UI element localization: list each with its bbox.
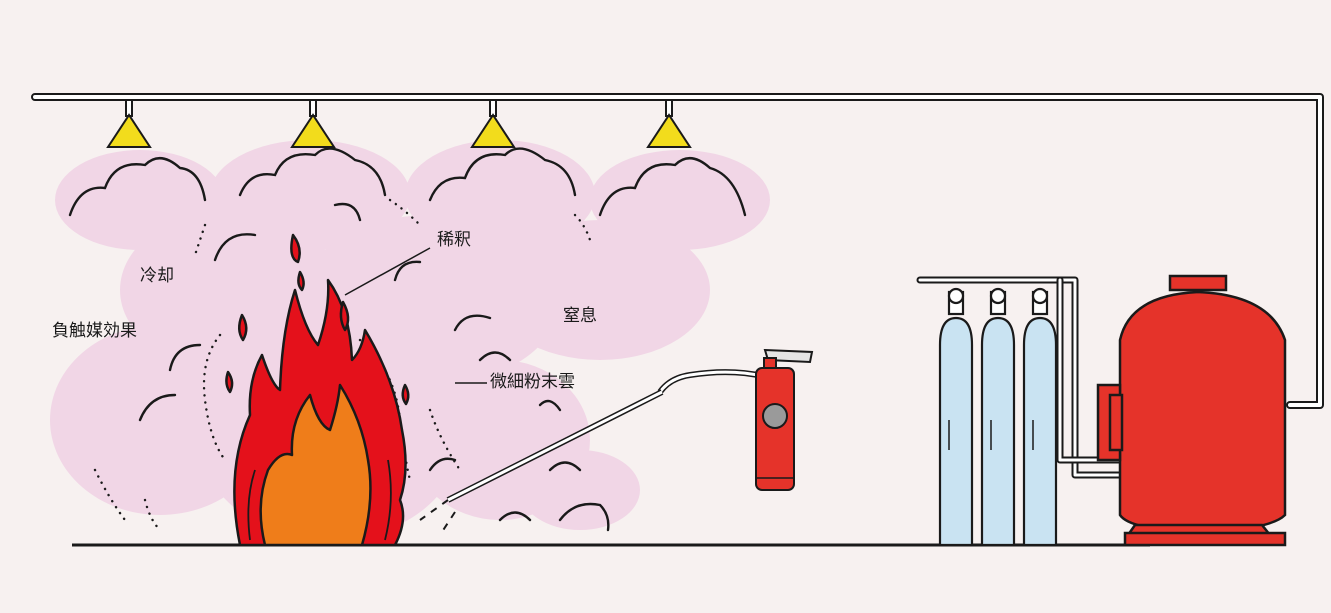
- fire-extinguisher-icon: [446, 348, 814, 503]
- fine-powder-cloud-label: 微細粉末雲: [490, 372, 575, 392]
- gas-cylinders: [938, 287, 1058, 547]
- gas-cylinder-icon: [938, 287, 974, 547]
- cooling-label: 冷却: [140, 266, 174, 286]
- cloud-outlines: [68, 147, 747, 532]
- powder-cloud: [50, 140, 770, 540]
- spray-lines: [419, 499, 456, 536]
- leader-lines: [344, 247, 487, 384]
- sprinkler-nozzles: [106, 99, 692, 148]
- negative-catalyst-label: 負触媒効果: [52, 321, 137, 341]
- pipe-system: [31, 93, 1324, 479]
- suffocation-label: 窒息: [563, 306, 597, 326]
- sprinkler-nozzle-icon: [290, 99, 336, 148]
- sprinkler-nozzle-icon: [106, 99, 152, 148]
- powder-tank-icon: [1096, 274, 1287, 547]
- gas-cylinder-icon: [980, 287, 1016, 547]
- sprinkler-nozzle-icon: [470, 99, 516, 148]
- flame-inner-lines: [247, 459, 392, 541]
- gas-cylinder-icon: [1022, 287, 1058, 547]
- sprinkler-nozzle-icon: [646, 99, 692, 148]
- flame-icon: [225, 233, 410, 547]
- dilution-label: 稀釈: [437, 230, 471, 250]
